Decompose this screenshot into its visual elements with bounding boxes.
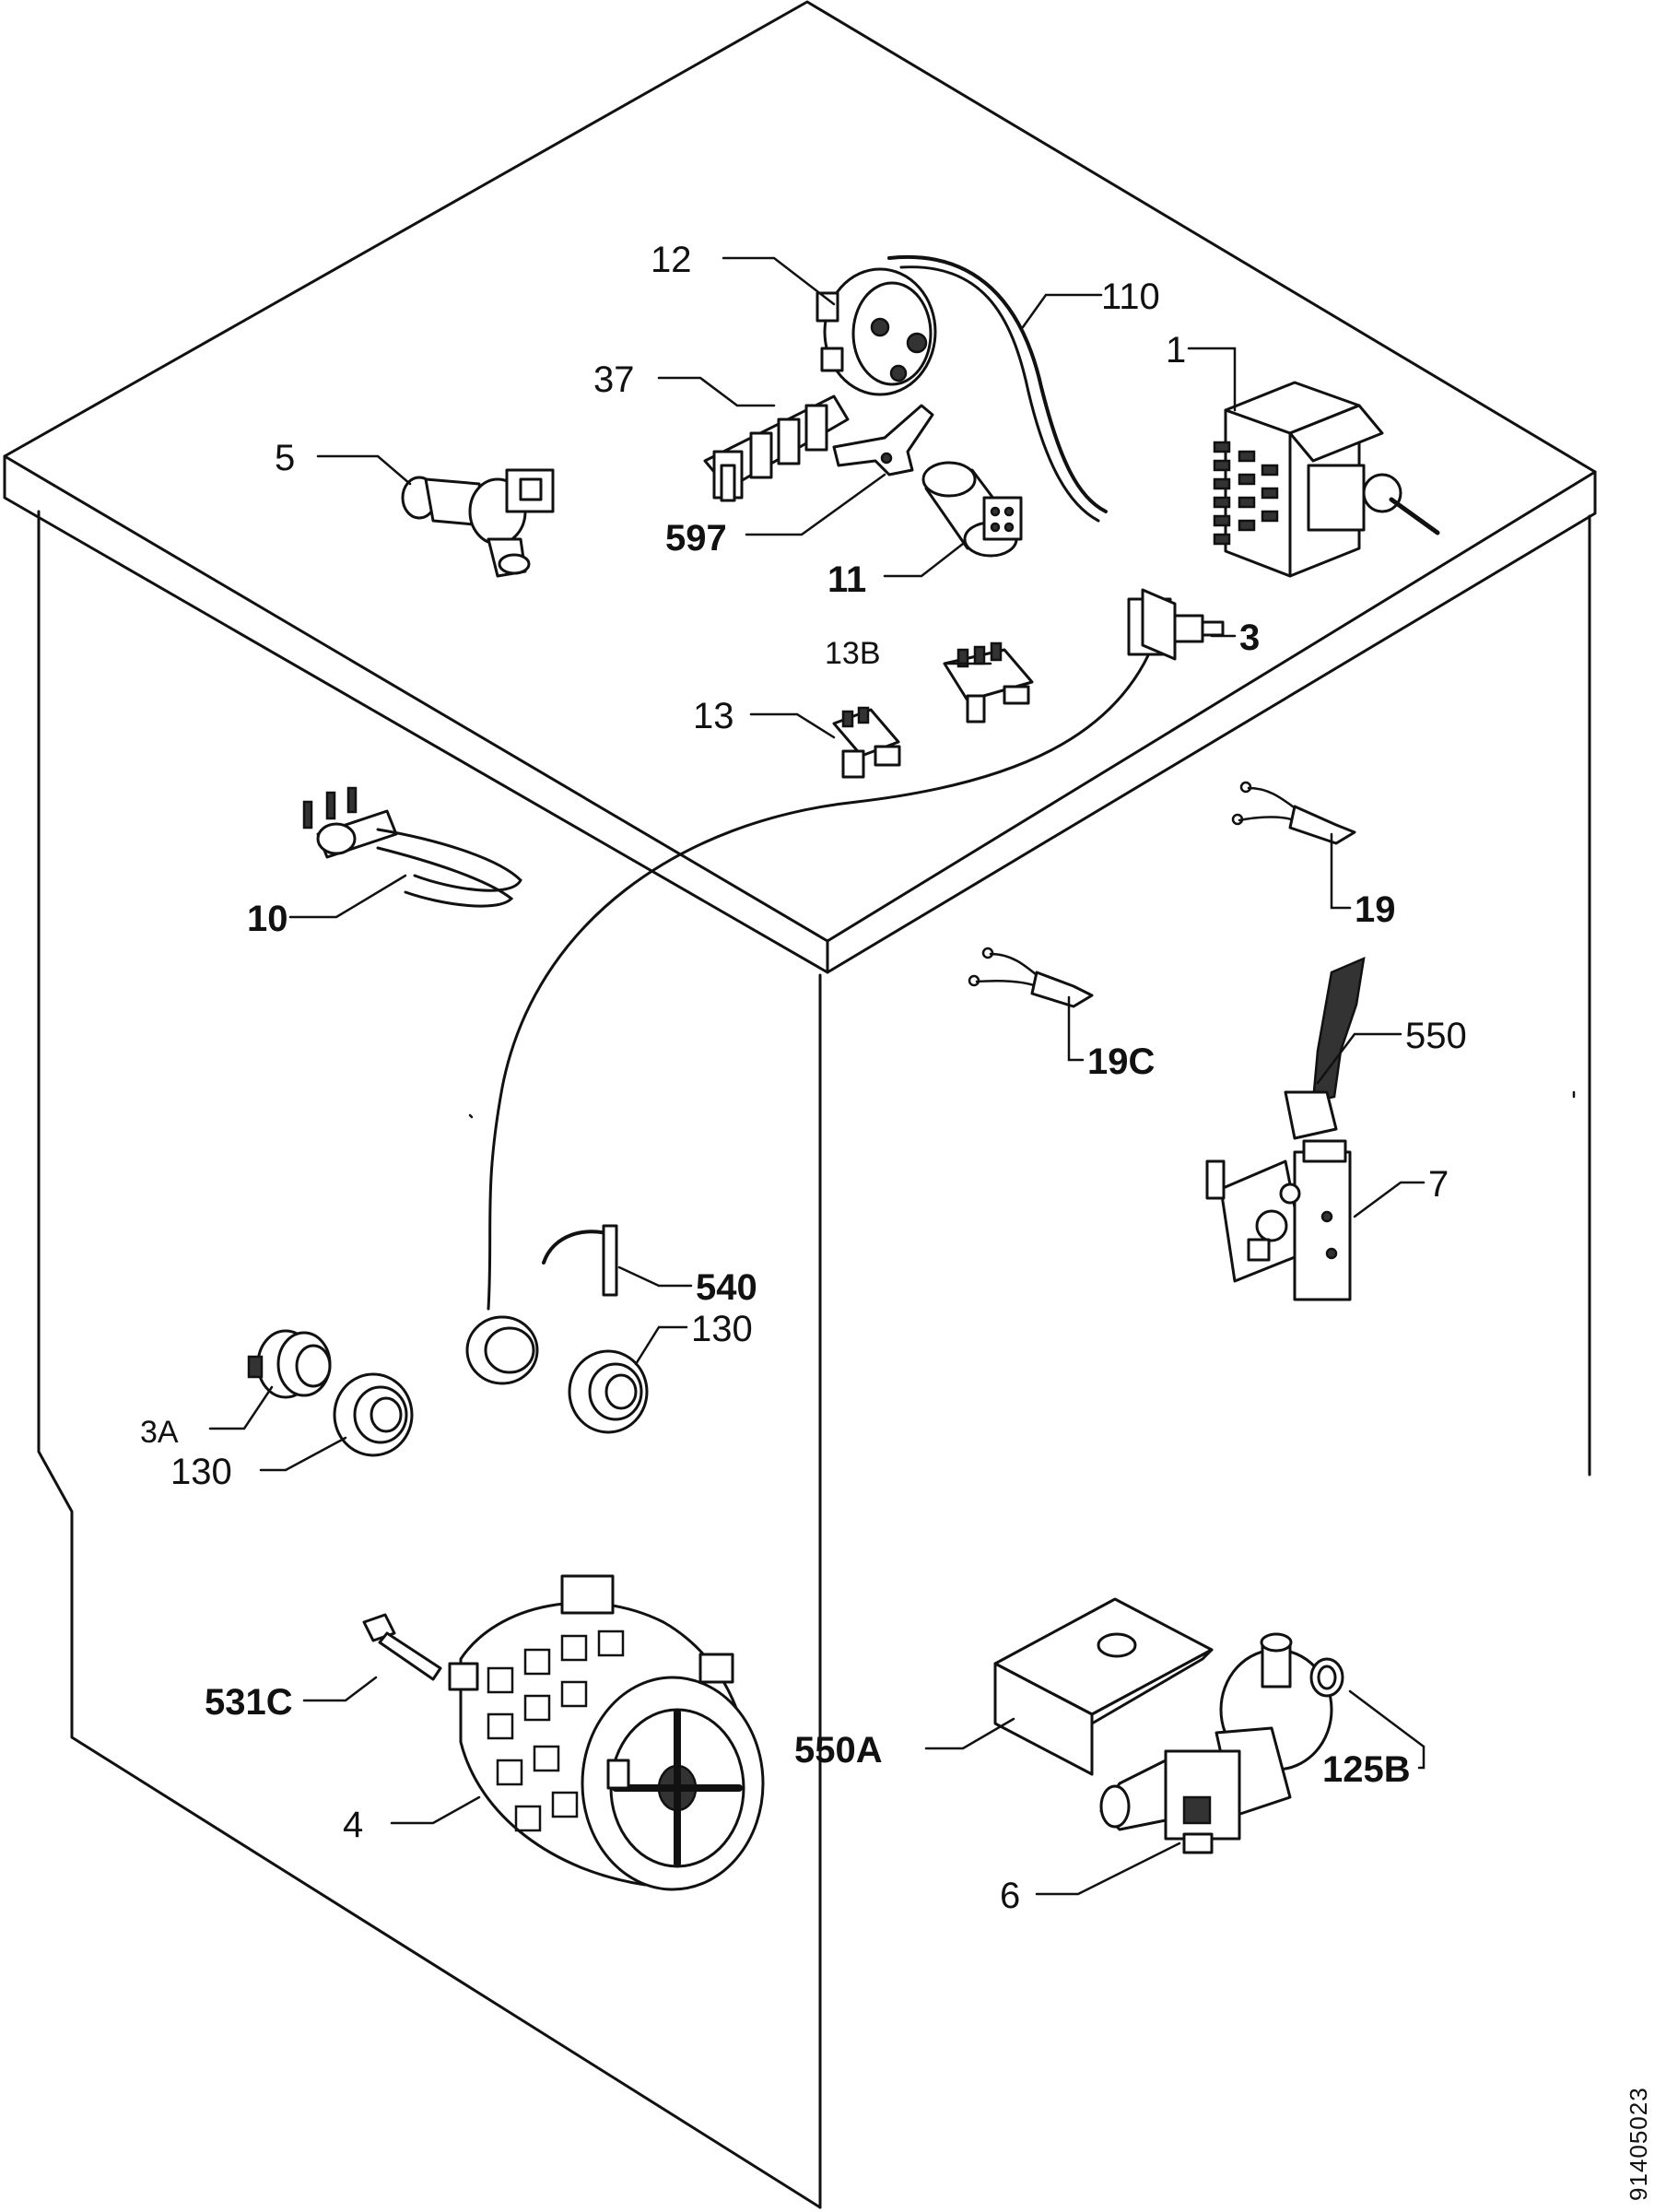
label-4: 4 bbox=[343, 1805, 363, 1845]
label-19c: 19C bbox=[1087, 1041, 1155, 1082]
cabinet-outline bbox=[3, 0, 1597, 2209]
label-597: 597 bbox=[665, 518, 727, 559]
pressure-switch-12 bbox=[816, 267, 937, 396]
sensor-19c bbox=[968, 947, 1094, 1008]
label-531c: 531C bbox=[205, 1682, 293, 1723]
motor-4 bbox=[448, 1574, 765, 1891]
connector-13 bbox=[832, 706, 901, 779]
capacitor-11 bbox=[921, 461, 1023, 558]
drain-pump-6 bbox=[1099, 1632, 1333, 1854]
programme-timer-1 bbox=[1213, 381, 1440, 578]
heating-element-10 bbox=[302, 786, 522, 908]
grommet-130-right bbox=[568, 1349, 649, 1434]
bracket-clip-597 bbox=[832, 404, 934, 477]
label-12: 12 bbox=[651, 240, 692, 280]
cabinet-left-side bbox=[37, 510, 822, 2209]
label-540: 540 bbox=[696, 1267, 757, 1308]
label-11: 11 bbox=[827, 559, 866, 600]
label-19: 19 bbox=[1355, 889, 1396, 930]
cable-clip-540 bbox=[542, 1224, 618, 1297]
switch-3a bbox=[247, 1329, 332, 1399]
grommet-130-left bbox=[333, 1372, 414, 1457]
label-3: 3 bbox=[1239, 618, 1260, 658]
inlet-valve-5 bbox=[401, 468, 555, 578]
shield-cover-550a bbox=[993, 1597, 1214, 1776]
label-3a: 3A bbox=[140, 1415, 179, 1450]
label-6: 6 bbox=[1000, 1876, 1020, 1916]
grommet-harness-end bbox=[465, 1315, 539, 1385]
label-550: 550 bbox=[1405, 1016, 1467, 1056]
door-interlock-7 bbox=[1205, 1139, 1352, 1301]
switch-3 bbox=[1127, 588, 1225, 661]
label-7: 7 bbox=[1428, 1164, 1449, 1205]
seal-ring-125b bbox=[1309, 1657, 1344, 1698]
label-1: 1 bbox=[1166, 330, 1186, 371]
terminal-block-37 bbox=[703, 394, 850, 502]
wiring-harness bbox=[487, 634, 1158, 1311]
door-lever-550 bbox=[1284, 956, 1366, 1140]
sensor-19 bbox=[1231, 781, 1356, 845]
hose-110 bbox=[887, 254, 1108, 513]
label-125b: 125B bbox=[1322, 1749, 1411, 1790]
part-labels: 12 110 1 37 5 597 11 3 13B 13 10 19 19C … bbox=[140, 240, 1467, 1916]
screw-531c bbox=[362, 1613, 442, 1681]
label-13: 13 bbox=[693, 696, 734, 736]
label-13b: 13B bbox=[825, 636, 881, 671]
label-550a: 550A bbox=[794, 1730, 883, 1771]
label-5: 5 bbox=[275, 438, 295, 478]
label-130-left: 130 bbox=[170, 1452, 232, 1492]
label-110: 110 bbox=[1101, 276, 1160, 317]
label-37: 37 bbox=[593, 359, 635, 400]
label-130-right: 130 bbox=[691, 1309, 753, 1349]
label-10: 10 bbox=[247, 899, 288, 939]
leader-lines bbox=[208, 256, 1426, 1896]
document-number: 91405023 bbox=[1625, 2087, 1652, 2201]
connector-13b bbox=[943, 641, 1034, 724]
